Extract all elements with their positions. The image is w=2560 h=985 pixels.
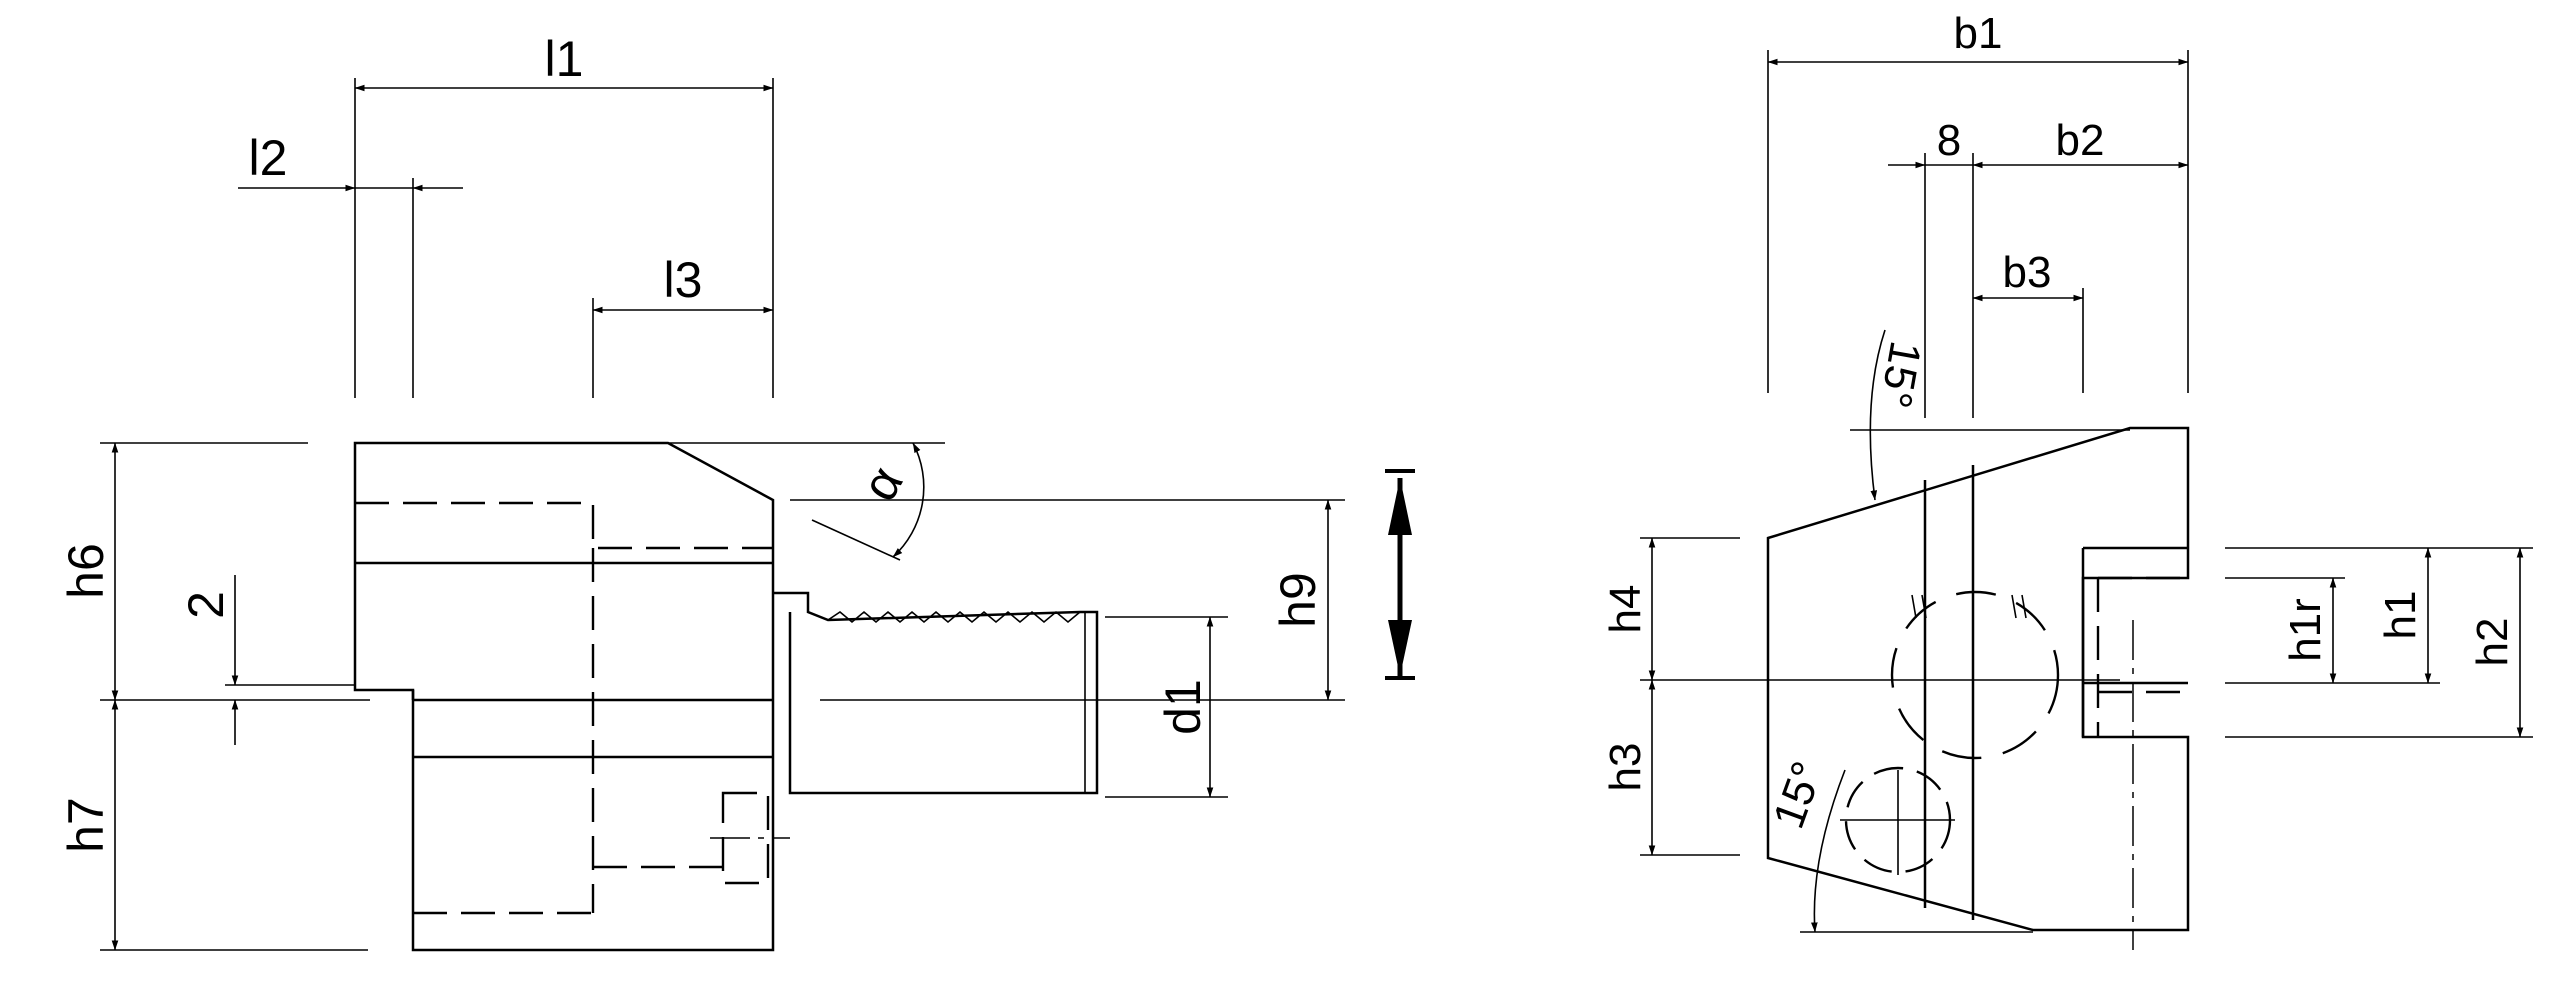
label-h7: h7 xyxy=(58,797,114,853)
front-hidden-circle-large xyxy=(1890,590,2060,760)
label-h1: h1 xyxy=(2376,591,2425,640)
label-h6: h6 xyxy=(58,543,114,599)
direction-arrow xyxy=(1385,469,1415,680)
label-l1: l1 xyxy=(545,31,584,87)
label-b3: b3 xyxy=(2003,248,2052,297)
label-b1: b1 xyxy=(1954,9,2003,58)
front-slot-hidden xyxy=(2096,576,2188,737)
shank-serration xyxy=(827,610,1081,624)
dim-angle-top xyxy=(1869,329,1886,501)
label-b2: b2 xyxy=(2056,116,2105,165)
label-h2: h2 xyxy=(2468,618,2517,667)
dim-angle-bottom xyxy=(1811,769,1846,933)
label-8: 8 xyxy=(1937,116,1961,165)
side-view: l1 l2 l3 h6 h7 2 α h9 d1 xyxy=(58,31,1415,952)
label-alpha: α xyxy=(851,457,914,510)
label-2: 2 xyxy=(178,591,234,619)
label-h4: h4 xyxy=(1601,585,1650,634)
label-h3: h3 xyxy=(1601,743,1650,792)
label-angle-bottom: 15° xyxy=(1764,755,1833,834)
dim-alpha-arc xyxy=(892,442,925,558)
label-h9: h9 xyxy=(1270,572,1326,628)
front-view: b1 8 b2 b3 15° 15° h4 h3 h1r h1 h2 xyxy=(1601,9,2533,950)
label-h1r: h1r xyxy=(2281,598,2330,662)
ext-alpha-ray xyxy=(811,519,901,561)
front-body-outline xyxy=(1766,426,2190,932)
shank-outline xyxy=(773,591,1099,795)
side-hidden-upper xyxy=(355,501,773,550)
label-l2: l2 xyxy=(249,130,288,186)
label-l3: l3 xyxy=(664,252,703,308)
front-hidden-ticks xyxy=(1911,594,2027,619)
side-body-outline xyxy=(353,441,775,952)
label-angle-top: 15° xyxy=(1870,337,1930,411)
label-d1: d1 xyxy=(1155,679,1211,735)
